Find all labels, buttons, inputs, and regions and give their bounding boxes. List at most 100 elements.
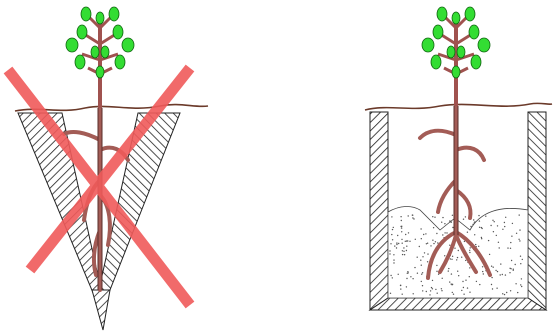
soil-dot (492, 288, 493, 289)
plant-left (66, 7, 134, 108)
soil-dot (510, 242, 511, 243)
soil-dot (406, 246, 407, 247)
plant-right (422, 7, 490, 106)
soil-dot (431, 287, 432, 288)
soil-dot (465, 260, 466, 261)
soil-dot (470, 247, 471, 248)
soil-dot (422, 285, 423, 286)
soil-dot (513, 270, 514, 271)
soil-dot (504, 226, 505, 227)
soil-dot (432, 216, 433, 217)
soil-dot (426, 243, 427, 244)
soil-dot (497, 225, 498, 226)
soil-dot (441, 222, 442, 223)
soil-dot (408, 215, 409, 216)
soil-dot (409, 241, 410, 242)
soil-dot (436, 265, 437, 266)
soil-dot (481, 228, 482, 229)
square-hole-right-wall (528, 112, 546, 310)
soil-dot (402, 294, 403, 295)
soil-dot (485, 216, 486, 217)
soil-dot (500, 274, 501, 275)
soil-dot (478, 215, 479, 216)
soil-dot (407, 240, 408, 241)
soil-dot (449, 221, 450, 222)
soil-dot (470, 226, 471, 227)
soil-dot (469, 276, 470, 277)
soil-dot (519, 229, 520, 230)
soil-dot (417, 257, 418, 258)
soil-dot (442, 234, 443, 235)
soil-dot (437, 293, 438, 294)
soil-dot (521, 278, 522, 279)
soil-dot (442, 217, 443, 218)
soil-dot (425, 233, 426, 234)
soil-dot (433, 243, 434, 244)
soil-dot (488, 240, 489, 241)
soil-dot (452, 215, 453, 216)
soil-dot (510, 248, 511, 249)
soil-dot (422, 290, 423, 291)
square-hole-bottom (370, 298, 546, 310)
soil-dot (476, 281, 477, 282)
soil-dot (511, 236, 512, 237)
soil-dot (463, 294, 464, 295)
soil-dot (479, 220, 480, 221)
soil-dot (482, 271, 483, 272)
soil-dot (396, 244, 397, 245)
soil-dot (451, 283, 452, 284)
soil-dot (436, 271, 437, 272)
soil-dot (505, 217, 506, 218)
soil-dot (461, 257, 462, 258)
soil-dot (450, 258, 451, 259)
soil-dot (403, 251, 404, 252)
soil-dot (469, 250, 470, 251)
soil-dot (456, 259, 457, 260)
soil-dot (421, 265, 422, 266)
soil-dot (520, 284, 521, 285)
soil-dot (493, 231, 494, 232)
soil-dot (518, 239, 519, 240)
soil-dot (408, 232, 409, 233)
soil-dot (392, 277, 393, 278)
soil-dot (469, 252, 470, 253)
soil-dot (432, 288, 433, 289)
soil-dot (452, 292, 453, 293)
soil-dot (457, 257, 458, 258)
soil-dot (415, 239, 416, 240)
panel-correct-square-hole (365, 7, 552, 310)
soil-dot (433, 227, 434, 228)
soil-dot (398, 243, 399, 244)
soil-dot (463, 219, 464, 220)
soil-dot (448, 268, 449, 269)
soil-dot (507, 247, 508, 248)
soil-dot (449, 281, 450, 282)
soil-dot (427, 253, 428, 254)
soil-dot (520, 256, 521, 257)
soil-dot (519, 214, 520, 215)
soil-dot (492, 220, 493, 221)
soil-dot (448, 270, 449, 271)
square-hole-left-wall (370, 112, 388, 310)
soil-dot (434, 217, 435, 218)
soil-dot (502, 293, 503, 294)
soil-dot (423, 234, 424, 235)
soil-dot (412, 217, 413, 218)
soil-dot (475, 244, 476, 245)
soil-dot (400, 226, 401, 227)
soil-dot (452, 227, 453, 228)
soil-dot (393, 254, 394, 255)
soil-dot (422, 256, 423, 257)
panel-wrong-v-hole (8, 7, 208, 330)
soil-dot (444, 232, 445, 233)
soil-dot (489, 254, 490, 255)
soil-dot (396, 247, 397, 248)
soil-dot (421, 281, 422, 282)
soil-dot (435, 289, 436, 290)
soil-dot (422, 272, 423, 273)
soil-dot (491, 277, 492, 278)
soil-dot (419, 246, 420, 247)
soil-dot (483, 273, 484, 274)
soil-dot (479, 227, 480, 228)
soil-dot (463, 287, 464, 288)
